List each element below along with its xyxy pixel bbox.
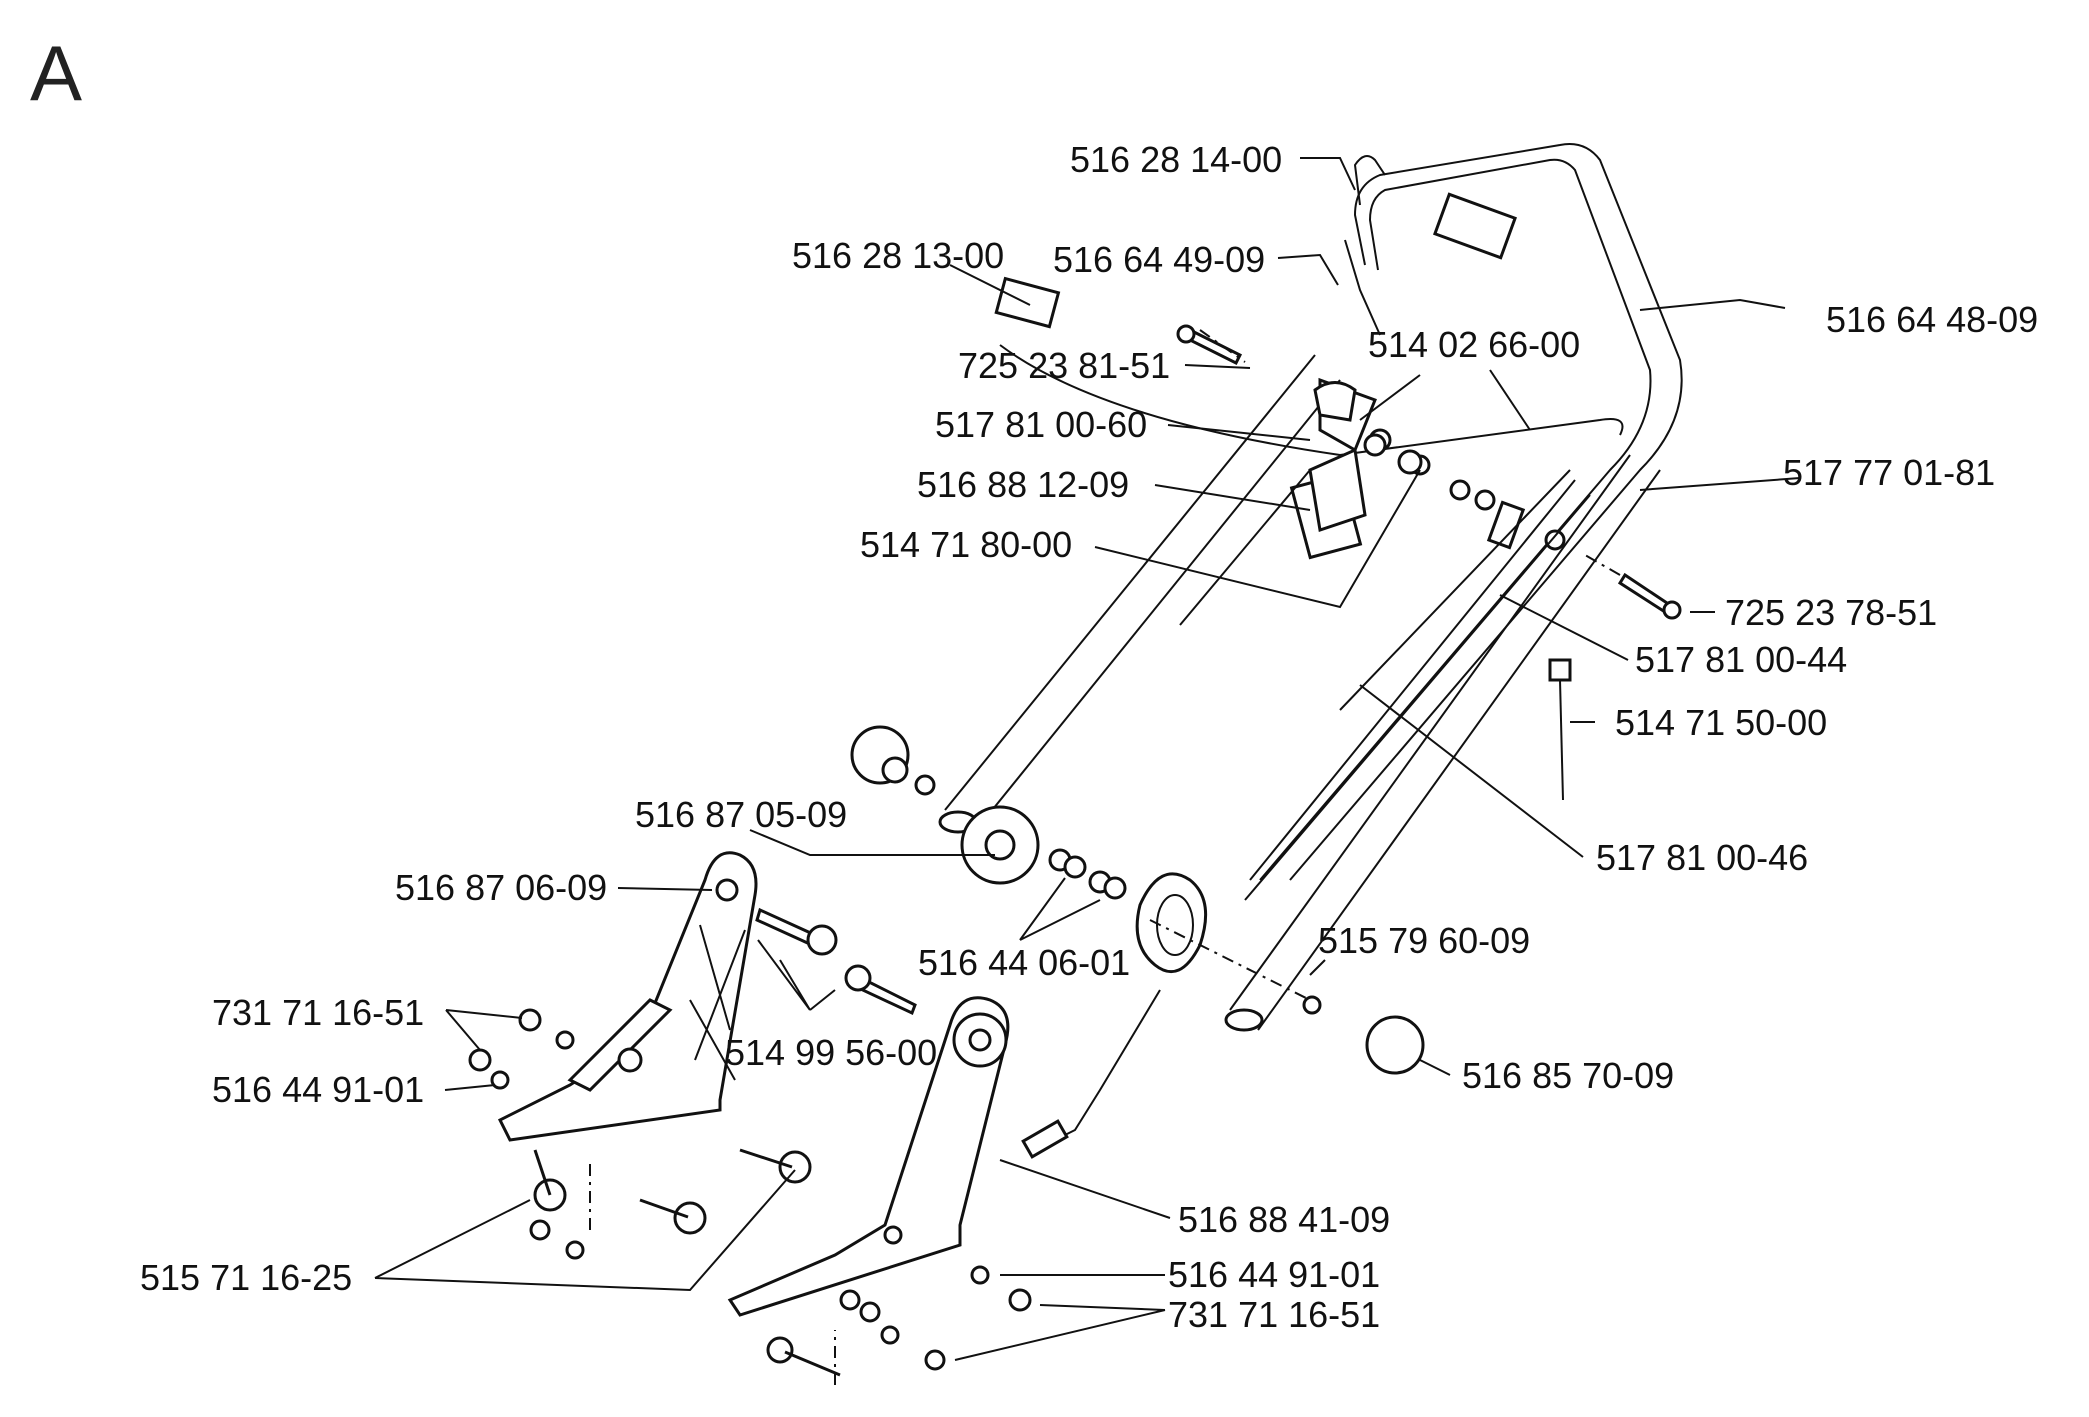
part-label: 731 71 16-51 [1168, 1294, 1380, 1335]
part-label: 516 44 06-01 [918, 942, 1130, 983]
part-label: 516 44 91-01 [212, 1069, 424, 1110]
part-label: 516 64 48-09 [1826, 299, 2038, 340]
springs [1048, 848, 1127, 900]
part-label: 516 88 41-09 [1178, 1199, 1390, 1240]
right-bracket-part [727, 996, 1010, 1317]
lower-handle-part [938, 344, 1661, 1032]
part-label: 515 71 16-25 [140, 1257, 352, 1298]
part-label: 516 28 14-00 [1070, 139, 1282, 180]
part-label: 516 64 49-09 [1053, 239, 1265, 280]
part-label: 731 71 16-51 [212, 992, 424, 1033]
part-label: 517 81 00-60 [935, 404, 1147, 445]
bracket-pins [533, 907, 917, 1377]
part-label: 515 79 60-09 [1318, 920, 1530, 961]
left-bracket-part [497, 851, 758, 1142]
leader-lines [374, 157, 1801, 1361]
upper-handle-part [1259, 143, 1683, 881]
part-label: 516 28 13-00 [792, 235, 1004, 276]
part-labels: 516 28 14-00 516 28 13-00 516 64 49-09 5… [140, 139, 2038, 1335]
cable-tie-part [1548, 658, 1572, 801]
part-label: 514 71 80-00 [860, 524, 1072, 565]
part-label: 516 85 70-09 [1462, 1055, 1674, 1096]
part-label: 514 71 50-00 [1615, 702, 1827, 743]
handle-bolts [1176, 324, 1682, 620]
part-label: 516 88 12-09 [917, 464, 1129, 505]
control-lever-part [1179, 377, 1591, 901]
part-label: 517 77 01-81 [1783, 452, 1995, 493]
ratchet-knob-part [1135, 872, 1208, 974]
part-label: 725 23 78-51 [1725, 592, 1937, 633]
part-label: 517 81 00-44 [1635, 639, 1847, 680]
section-letter: A [30, 29, 82, 117]
center-lines [589, 329, 1621, 1385]
nuts-and-washers [468, 1008, 1032, 1371]
part-label: 725 23 81-51 [958, 345, 1170, 386]
part-label: 517 81 00-46 [1596, 837, 1808, 878]
part-label: 514 02 66-00 [1368, 324, 1580, 365]
cable-guide-part [1308, 381, 1423, 532]
cable-end-part [1021, 989, 1161, 1159]
adjuster-knobs [850, 725, 1425, 1075]
part-label: 514 99 56-00 [725, 1032, 937, 1073]
part-label: 516 87 06-09 [395, 867, 607, 908]
part-label: 516 87 05-09 [635, 794, 847, 835]
parts-drawing [468, 143, 1683, 1385]
part-label: 516 44 91-01 [1168, 1254, 1380, 1295]
